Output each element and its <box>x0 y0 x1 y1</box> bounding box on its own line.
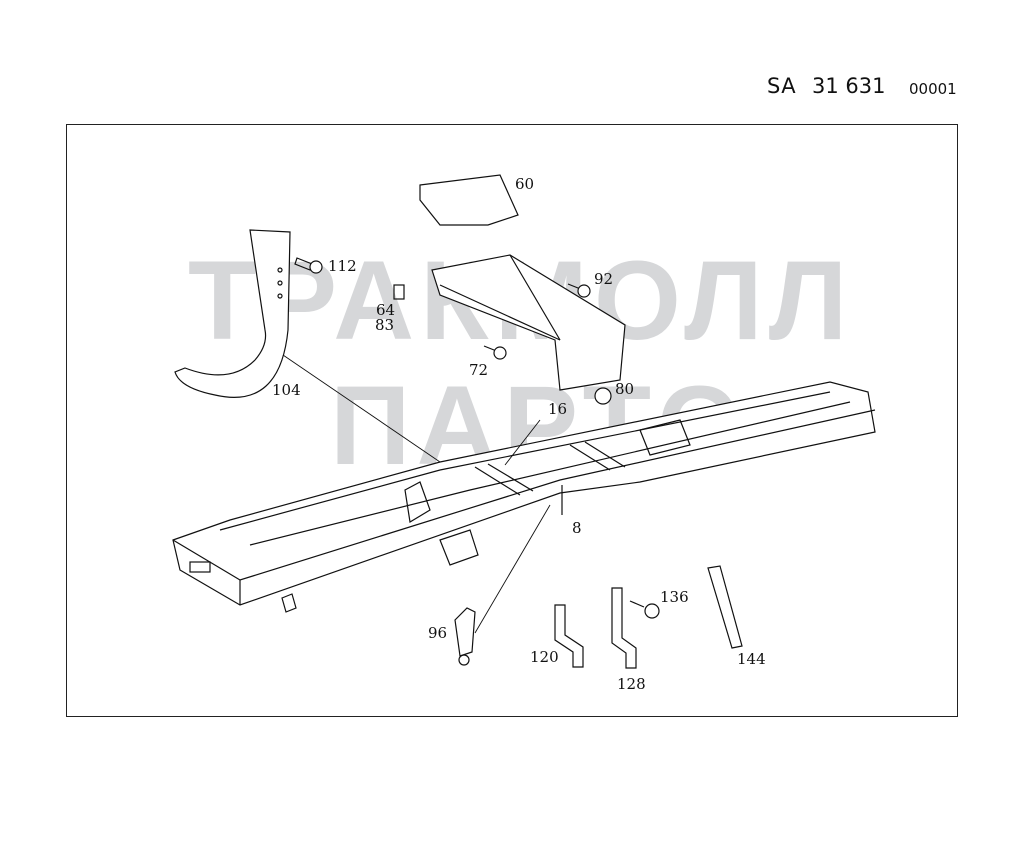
part-16-crossmember <box>431 254 626 391</box>
callout-112: 112 <box>328 257 357 275</box>
part-104-mudguard <box>174 229 291 398</box>
callout-104: 104 <box>272 381 301 399</box>
callout-144: 144 <box>737 650 766 668</box>
sheet-number: 00001 <box>909 80 957 98</box>
callout-72: 72 <box>469 361 489 379</box>
callout-120: 120 <box>530 648 559 666</box>
callout-60: 60 <box>515 175 535 193</box>
leader-lines <box>282 354 551 634</box>
callout-64: 64 <box>376 301 396 319</box>
callout-8: 8 <box>572 519 582 537</box>
chassis-frame <box>172 381 876 613</box>
callout-80: 80 <box>615 380 635 398</box>
callout-83: 83 <box>375 316 395 334</box>
callout-92: 92 <box>594 270 614 288</box>
callout-96: 96 <box>428 624 448 642</box>
drawing-number: 31 631 <box>812 74 886 98</box>
small-parts <box>294 257 743 669</box>
callout-128: 128 <box>617 675 646 693</box>
part-60-plate <box>419 174 519 226</box>
callout-136: 136 <box>660 588 689 606</box>
drawing-prefix: SA <box>767 74 797 98</box>
callout-16: 16 <box>548 400 568 418</box>
diagram-frame <box>66 124 958 717</box>
